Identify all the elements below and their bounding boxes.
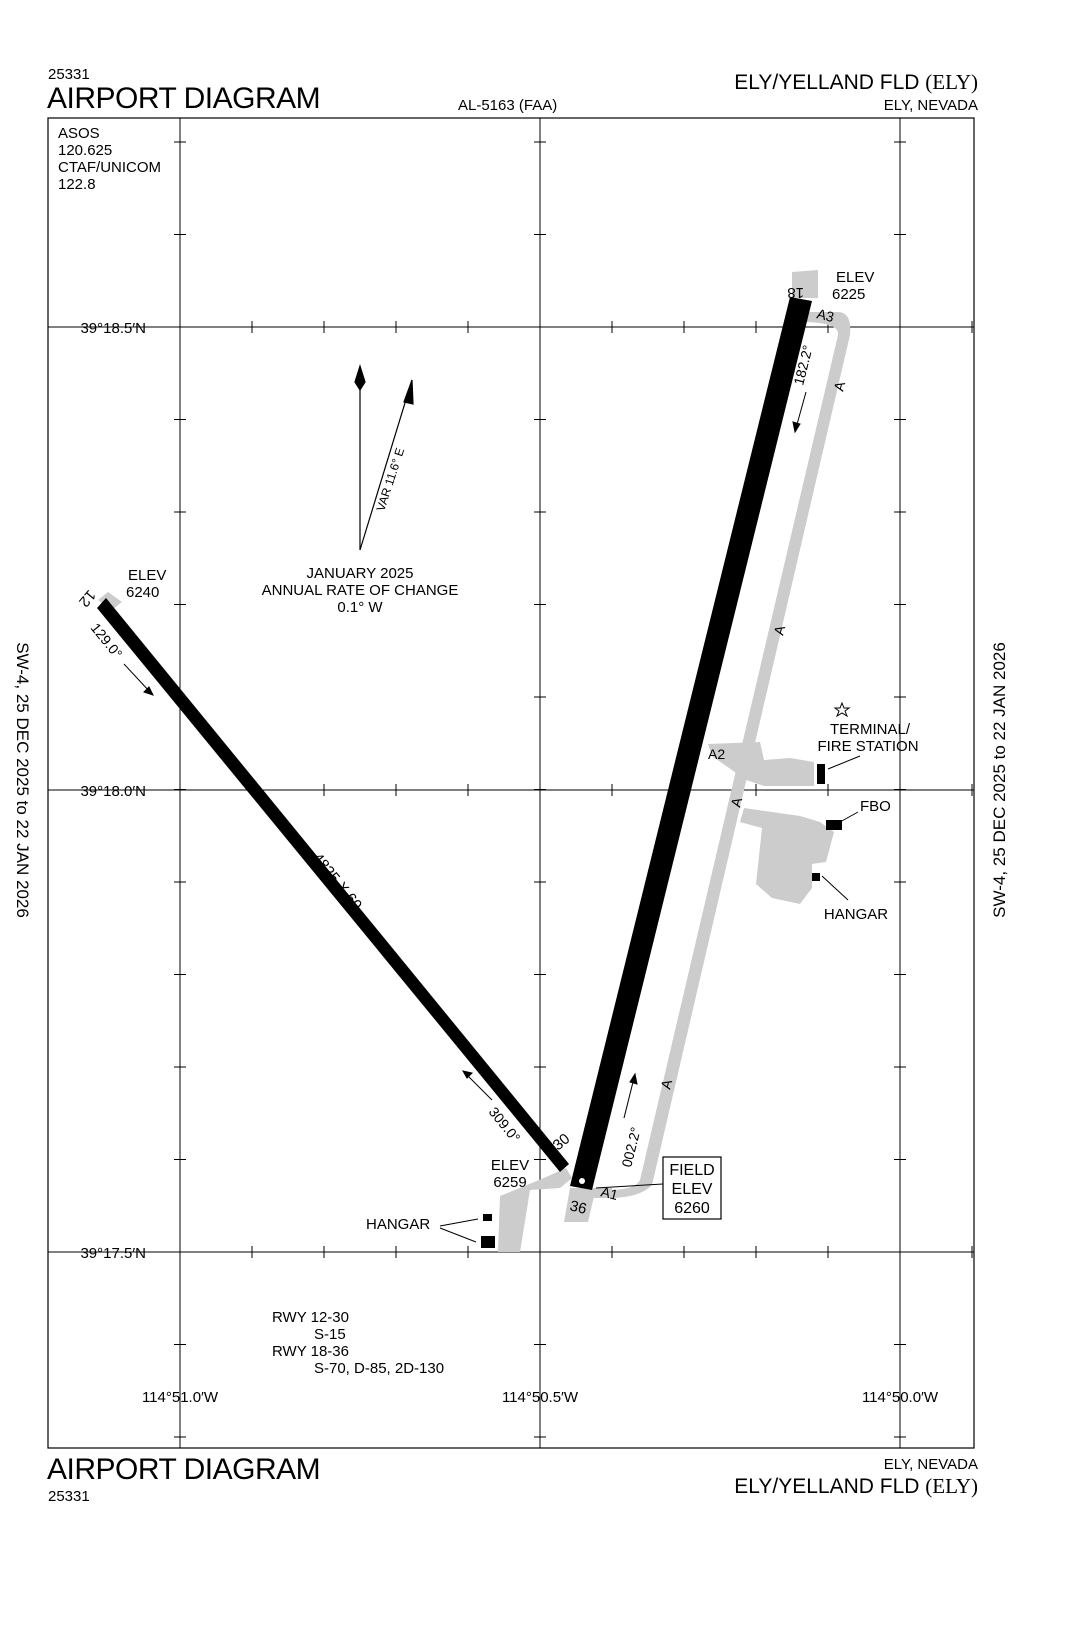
elev-18-value: 6225: [832, 286, 865, 303]
ctaf-label: CTAF/UNICOM: [58, 159, 161, 176]
latitude-label-1: 39°18.5′N: [80, 320, 146, 337]
pavement-rwy-18-36: RWY 18-36: [272, 1343, 349, 1360]
pavement-rwy-12-30-strength: S-15: [314, 1326, 346, 1343]
diagram-text: ASOS 120.625 CTAF/UNICOM 122.8 39°18.5′N…: [58, 125, 939, 1406]
field-elev-marker: [579, 1178, 585, 1184]
west-hangar-label: HANGAR: [366, 1216, 430, 1233]
buildings: [481, 764, 842, 1248]
true-north-arrowhead: [354, 363, 366, 392]
field-elev-line2: ELEV: [672, 1181, 713, 1198]
fbo-label: FBO: [860, 798, 891, 815]
magnetic-north-arrowhead: [403, 379, 414, 405]
taxiway-a1-label: A1: [599, 1183, 620, 1203]
field-elev-line1: FIELD: [669, 1162, 714, 1179]
runway-12-label: 12: [75, 586, 99, 610]
airport-name-top: ELY/YELLAND FLD (ELY): [734, 70, 978, 95]
chart-number-bottom: 25331: [48, 1488, 90, 1505]
east-hangar-label: HANGAR: [824, 906, 888, 923]
airport-name: ELY/YELLAND FLD: [734, 1475, 920, 1498]
runway-18-label: 18: [787, 284, 804, 301]
longitude-label-2: 114°50.5′W: [502, 1389, 579, 1406]
runway-12-blast-pad: [98, 592, 122, 610]
field-elev-line3: 6260: [674, 1200, 710, 1217]
terminal-label-line1: TERMINAL/: [830, 721, 911, 738]
east-hangar-building: [812, 873, 820, 881]
grid-ticks: [174, 141, 973, 1438]
elev-30-value: 6259: [493, 1174, 526, 1191]
elev-18-label: ELEV: [836, 269, 874, 286]
runway-18-blast-pad: [792, 270, 818, 298]
west-hangar-building-1: [483, 1214, 492, 1221]
taxiway-a: [608, 312, 851, 1198]
procedure-id: AL-5163 (FAA): [458, 97, 558, 114]
latitude-label-3: 39°17.5′N: [80, 1245, 146, 1262]
runways: [97, 297, 812, 1190]
elev-30-label: ELEV: [491, 1157, 529, 1174]
variation-date: JANUARY 2025: [306, 565, 413, 582]
location-bottom: ELY, NEVADA: [883, 1456, 978, 1473]
taxiway-a2-label: A2: [708, 746, 725, 762]
latitude-label-2: 39°18.0′N: [80, 783, 146, 800]
fbo-building: [826, 820, 842, 830]
runway-36-label: 36: [568, 1197, 588, 1218]
fbo-apron: [740, 808, 834, 904]
page-title: AIRPORT DIAGRAM: [47, 82, 321, 115]
airport-code: (ELY): [925, 1474, 978, 1498]
elev-12-label: ELEV: [128, 567, 166, 584]
taxiway-a1: [585, 1188, 612, 1198]
asos-frequency: 120.625: [58, 142, 112, 159]
field-elev-box: [662, 1156, 722, 1220]
ctaf-frequency: 122.8: [58, 176, 96, 193]
asos-label: ASOS: [58, 125, 100, 142]
airport-name: ELY/YELLAND FLD: [734, 71, 920, 94]
runway-18-36: [570, 297, 812, 1190]
terminal-building: [817, 764, 825, 784]
beacon-icon: [833, 701, 851, 718]
longitude-label-1: 114°51.0′W: [142, 1389, 219, 1406]
airport-name-bottom: ELY/YELLAND FLD (ELY): [734, 1474, 978, 1499]
longitude-label-3: 114°50.0′W: [862, 1389, 939, 1406]
runway-12-30: [97, 598, 569, 1172]
north-arrow: [354, 363, 414, 551]
pavement-rwy-12-30: RWY 12-30: [272, 1309, 349, 1326]
variation-rate-label: ANNUAL RATE OF CHANGE: [262, 582, 459, 599]
runway-36-heading: 002.2°: [618, 1125, 643, 1168]
footer-title: AIRPORT DIAGRAM: [47, 1453, 321, 1486]
variation-rate: 0.1° W: [337, 599, 383, 616]
west-apron: [498, 1168, 572, 1252]
elev-12-value: 6240: [126, 584, 159, 601]
leader-lines: [439, 755, 861, 1243]
airport-code: (ELY): [925, 70, 978, 94]
magnetic-variation: VAR 11.6° E: [374, 446, 408, 513]
taxiway-system: [98, 270, 851, 1252]
chart-number-top: 25331: [48, 66, 90, 83]
diagram-frame: [47, 117, 975, 1449]
location-top: ELY, NEVADA: [883, 97, 978, 114]
terminal-label-line2: FIRE STATION: [817, 738, 918, 755]
taxiway-a2: [708, 742, 814, 786]
pavement-rwy-18-36-strength: S-70, D-85, 2D-130: [314, 1360, 444, 1377]
runway-12-30-dimensions: 4825 X 60: [309, 850, 365, 914]
west-hangar-building-2: [481, 1236, 495, 1248]
heading-arrows: [123, 391, 807, 1119]
taxiway-a3-label: A3: [815, 305, 836, 325]
